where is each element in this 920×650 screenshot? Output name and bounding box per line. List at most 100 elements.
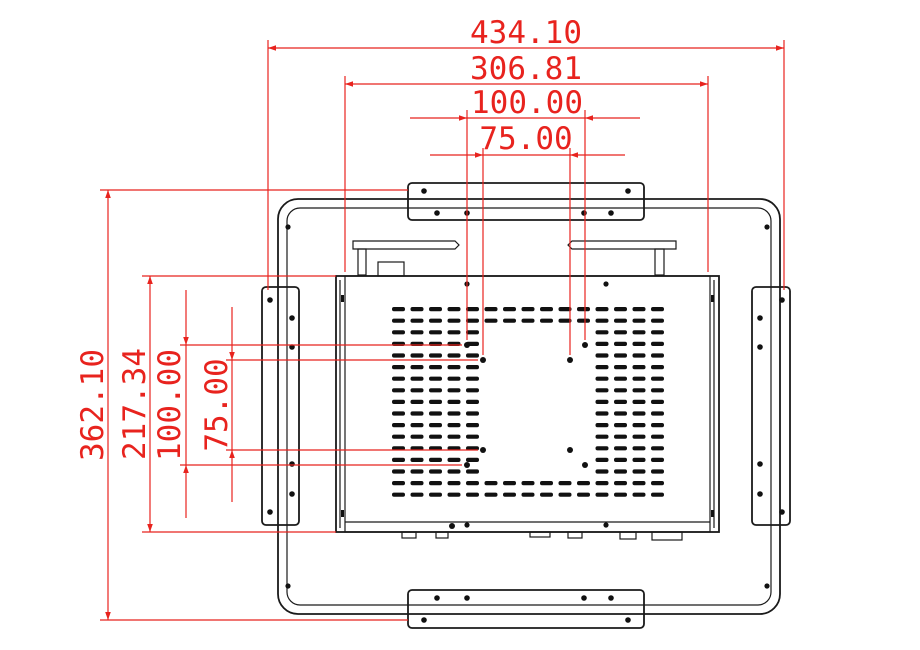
vent-slot: [614, 318, 627, 323]
vent-slot: [466, 365, 479, 370]
vent-slot: [466, 446, 479, 451]
vent-slot: [410, 492, 424, 497]
vent-slot: [429, 423, 442, 428]
vent-slot: [484, 492, 498, 497]
vent-slot: [595, 411, 609, 416]
vent-slot: [410, 446, 424, 451]
vent-slot: [651, 492, 664, 497]
vent-slot: [577, 307, 590, 312]
vent-slot: [632, 481, 646, 486]
vent-slot: [447, 399, 461, 404]
vent-slot: [410, 457, 424, 462]
vent-slot: [429, 469, 442, 474]
vent-slot: [503, 307, 516, 312]
vent-slot: [595, 481, 609, 486]
vent-slot: [410, 376, 424, 381]
vent-slot: [632, 434, 646, 439]
vent-slot: [651, 457, 664, 462]
vent-slot: [614, 341, 627, 346]
vent-slot: [392, 469, 405, 474]
vent-slot: [447, 423, 461, 428]
vent-slot: [410, 423, 424, 428]
vent-slot: [429, 388, 442, 393]
vent-slot: [651, 399, 664, 404]
vent-slot: [651, 423, 664, 428]
vent-slot: [410, 307, 424, 312]
vent-slot: [429, 446, 442, 451]
vent-slot: [651, 434, 664, 439]
vent-slot: [447, 434, 461, 439]
vent-slot: [410, 399, 424, 404]
vent-slot: [595, 423, 609, 428]
vent-slot: [595, 318, 609, 323]
vent-slot: [429, 411, 442, 416]
dimension-label-body-height: 217.34: [117, 348, 153, 460]
vent-slot: [466, 423, 479, 428]
bottom-mounting-bracket: [407, 589, 645, 629]
dimension-vesa-small-vertical: 75.00: [199, 307, 478, 502]
vent-slot: [429, 376, 442, 381]
vent-slot: [447, 481, 461, 486]
vent-slot: [595, 457, 609, 462]
vent-slot: [558, 492, 572, 497]
vent-slot: [447, 411, 461, 416]
vent-slot: [632, 388, 646, 393]
vent-slot: [466, 330, 479, 335]
vent-slot: [466, 353, 479, 358]
vent-slot: [632, 423, 646, 428]
vent-slot: [410, 481, 424, 486]
vent-slot: [540, 481, 553, 486]
vent-slot: [614, 376, 627, 381]
vent-slot: [632, 446, 646, 451]
vent-slot: [466, 411, 479, 416]
vent-slot: [392, 434, 405, 439]
vent-slot: [632, 469, 646, 474]
vent-slot: [466, 376, 479, 381]
vent-slot: [651, 365, 664, 370]
vesa-mounting-holes: [464, 342, 588, 468]
vent-slot: [392, 411, 405, 416]
dimension-label-vesa-small-horizontal: 75.00: [479, 121, 572, 157]
vent-slot: [447, 353, 461, 358]
vent-slot: [651, 318, 664, 323]
vent-slot: [614, 469, 627, 474]
vent-slot: [651, 469, 664, 474]
vent-slot: [484, 318, 498, 323]
vent-slot: [614, 388, 627, 393]
dimension-label-body-width: 306.81: [470, 51, 582, 87]
vent-slot: [614, 330, 627, 335]
vent-slot: [410, 434, 424, 439]
vent-slot: [447, 388, 461, 393]
vent-slot: [447, 307, 461, 312]
dimension-body-height: 217.34: [117, 275, 336, 533]
vent-slot: [410, 330, 424, 335]
vent-slot: [447, 469, 461, 474]
dimension-body-width: 306.81: [344, 51, 709, 272]
vent-slot: [632, 376, 646, 381]
dimension-overall-width: 434.10: [267, 15, 785, 290]
vent-slot: [466, 318, 479, 323]
vent-slot: [595, 365, 609, 370]
vent-slot: [651, 353, 664, 358]
vent-slot: [577, 481, 590, 486]
vent-slot: [429, 365, 442, 370]
vent-slot: [558, 318, 572, 323]
vent-slot: [392, 318, 405, 323]
vent-slot: [540, 307, 553, 312]
vent-slot: [632, 492, 646, 497]
vent-slot: [595, 307, 609, 312]
vent-slot: [429, 330, 442, 335]
vent-slot: [392, 492, 405, 497]
vent-slot: [521, 318, 535, 323]
dimension-label-vesa-small-vertical: 75.00: [199, 358, 235, 451]
vent-slot: [632, 399, 646, 404]
vent-slot: [447, 492, 461, 497]
dimension-vesa-large-horizontal: 100.00: [410, 85, 640, 340]
right-mounting-bracket: [751, 286, 791, 526]
vent-slot: [392, 388, 405, 393]
vent-slot: [410, 365, 424, 370]
vent-slot: [614, 457, 627, 462]
vent-slot: [447, 446, 461, 451]
vent-slot: [651, 388, 664, 393]
